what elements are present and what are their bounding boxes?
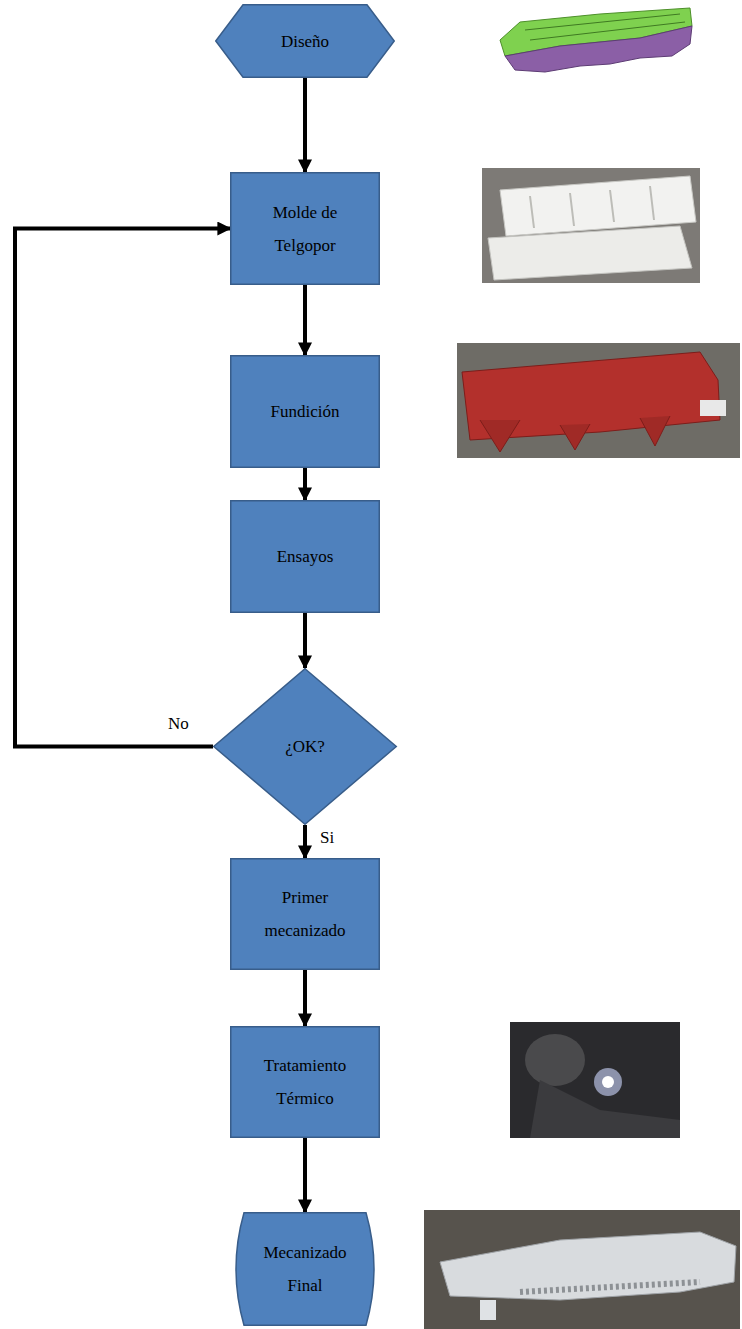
start-hexagon: Diseño [215,4,395,78]
end-terminal-outline [230,1212,380,1326]
shape-fill [231,173,380,285]
flow-arrow [303,613,307,668]
end-terminal: Mecanizado Final [230,1212,380,1326]
shape-fill [216,5,395,78]
mould-bottom [488,226,692,280]
welder [525,1034,585,1086]
edge-label: Si [317,827,337,849]
casting-feet [480,416,670,452]
node-label: Diseño [240,25,370,58]
cad-detail [525,14,685,40]
flow-arrow [303,285,307,355]
casting-tag [700,400,726,416]
mould-ribs [530,186,654,228]
shape-fill [214,669,397,825]
shape-fill [231,356,380,468]
photo-ground [424,1210,740,1329]
final-part-photo [424,1210,740,1329]
flame-glow [594,1068,622,1096]
node-label: Primer mecanizado [250,881,360,947]
node-label: Tratamiento Térmico [250,1049,360,1115]
flow-arrow [303,468,307,500]
process-box: Ensayos [230,500,380,613]
shape-fill [236,1213,374,1326]
flow-arrow [15,229,230,747]
node-label: ¿OK? [265,730,345,763]
final-part [440,1232,736,1300]
photo-ground [482,168,700,283]
photo-ground [510,1022,680,1138]
node-label: Mecanizado Final [250,1236,360,1302]
flow-arrow [303,78,307,172]
process-box: Tratamiento Térmico [230,1026,380,1138]
node-label: Ensayos [250,540,360,573]
cad-bottom [505,26,692,72]
process-box-outline [230,1026,380,1138]
part-tab [480,1300,496,1320]
shape-fill [231,501,380,613]
process-box: Molde de Telgopor [230,172,380,285]
node-label: Fundición [250,395,360,428]
flame [602,1076,614,1088]
photo-ground [457,343,740,458]
process-box: Primer mecanizado [230,858,380,970]
node-label: Molde de Telgopor [250,196,360,262]
cad-model [500,8,692,72]
process-box-outline [230,172,380,285]
part-teeth [520,1282,700,1292]
process-box-outline [230,858,380,970]
styrofoam-photo [482,168,700,283]
decision-diamond: ¿OK? [213,668,397,825]
flow-arrow [303,825,307,858]
flow-arrow [303,970,307,1026]
edge-label: No [165,713,192,735]
shape-fill [231,1027,380,1138]
shape-fill [231,859,380,970]
process-box: Fundición [230,355,380,468]
welding-photo [510,1022,680,1138]
casting-photo [457,343,740,458]
flow-arrow [303,1138,307,1212]
